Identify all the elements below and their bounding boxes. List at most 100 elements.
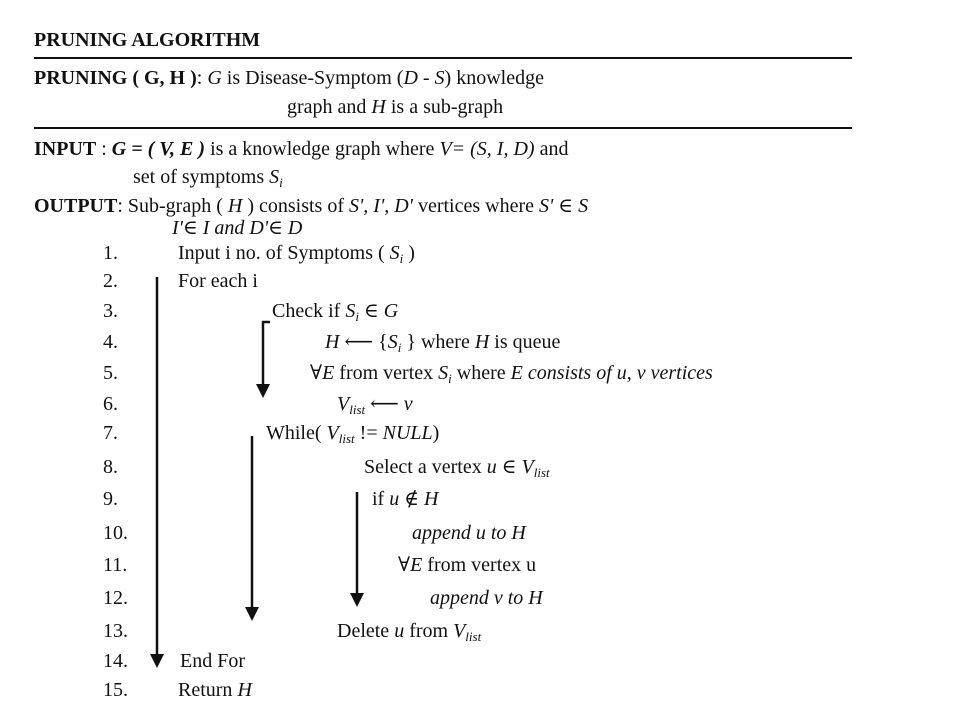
input-sub: i (279, 175, 283, 190)
step-text: Select a vertex u ∈ Vlist (364, 455, 550, 479)
step-part: ∈ (358, 300, 384, 322)
step-part: S (389, 242, 400, 264)
step-number: 6. (103, 393, 118, 415)
signature-var-g: G (207, 67, 222, 89)
step-number: 4. (103, 331, 118, 353)
middle-rule (34, 127, 852, 129)
input-vertex-def: V= (S, I, D) (439, 138, 535, 160)
check-branch-arrowhead (256, 384, 270, 398)
step-part: list (349, 402, 366, 417)
step-part: E (410, 554, 423, 576)
step-text: Delete u from Vlist (337, 619, 481, 643)
step-number: 11. (103, 554, 128, 576)
step-number: 13. (103, 620, 128, 642)
step-number: 9. (103, 488, 118, 510)
for-loop-arrowhead (150, 654, 164, 668)
step-part: E consists of u, v vertices (510, 362, 713, 384)
step-part: S (387, 331, 398, 353)
input-text: : (96, 138, 112, 160)
step-part: i (355, 309, 359, 324)
step-part: V (326, 422, 339, 444)
step-part: S (438, 362, 449, 384)
step-part: Input i no. of Symptoms ( (178, 242, 390, 264)
top-rule (34, 57, 852, 59)
signature-ds: D - S (403, 67, 445, 89)
step-part: u (486, 456, 497, 478)
step-part: from (404, 620, 454, 642)
input-var-s: S (269, 166, 280, 188)
output-text: ) consists of (247, 195, 350, 217)
step-part: While( (266, 422, 327, 444)
step-part: i (397, 340, 402, 355)
step-part: ⟵ { (339, 331, 388, 353)
step-text: While( Vlist != NULL) (266, 421, 439, 445)
signature-var-h: H (371, 96, 386, 118)
signature-text: ) knowledge (444, 67, 544, 89)
step-part: ∀ (398, 554, 411, 576)
input-text: set of symptoms (133, 166, 270, 188)
step-part: S (345, 300, 356, 322)
signature-line-1: PRUNING ( G, H ): G is Disease-Symptom (… (34, 66, 544, 90)
step-part: H (237, 679, 252, 701)
step-part: ) (432, 422, 440, 444)
input-text: is a knowledge graph where (205, 138, 440, 160)
step-number: 10. (103, 522, 128, 544)
step-part: != (354, 422, 383, 444)
step-part: G (383, 300, 399, 322)
step-part: list (533, 465, 550, 480)
step-part: Check if (272, 300, 346, 322)
step-part: ) (403, 242, 415, 264)
step-number: 12. (103, 587, 128, 609)
step-part: u (389, 488, 400, 510)
step-part: NULL (382, 422, 433, 444)
step-part: Return (178, 679, 238, 701)
input-text: and (534, 138, 569, 160)
step-part: Select a vertex (364, 456, 487, 478)
step-number: 7. (103, 422, 118, 444)
step-text: Input i no. of Symptoms ( Si ) (178, 241, 415, 265)
step-number: 8. (103, 456, 118, 478)
signature-text: : (196, 67, 208, 89)
output-label: OUTPUT (34, 195, 118, 217)
step-part: End For (180, 650, 245, 672)
step-number: 5. (103, 362, 118, 384)
step-part: } where (401, 331, 475, 353)
signature-text: is Disease-Symptom ( (221, 67, 404, 89)
step-part: ∉ (399, 488, 425, 510)
step-part: ∈ (496, 456, 522, 478)
step-part: H (474, 331, 490, 353)
output-condition: S' ∈ S (539, 195, 589, 217)
output-var-h: H (222, 195, 248, 217)
step-part: V (521, 456, 534, 478)
input-label: INPUT (34, 138, 97, 160)
step-text: For each i (178, 269, 258, 293)
output-line-1: OUTPUT: Sub-graph ( H ) consists of S', … (34, 194, 588, 218)
step-text: Check if Si ∈ G (272, 299, 398, 323)
step-part: is queue (489, 331, 561, 353)
step-number: 15. (103, 679, 128, 701)
step-text: if u ∉ H (372, 487, 438, 511)
step-part: ⟵ (365, 393, 404, 415)
step-part: ∀ (310, 362, 323, 384)
step-number: 14. (103, 650, 128, 672)
output-line-2: I'∈ I and D'∈ D (172, 217, 303, 239)
step-text: append u to H (412, 521, 526, 545)
step-part: from vertex (334, 362, 439, 384)
output-text: : Sub-graph ( (117, 195, 223, 217)
step-part: append u to H (412, 522, 526, 544)
step-text: Return H (178, 678, 252, 702)
step-part: i (448, 371, 452, 386)
output-vars: S', I', D' (349, 195, 413, 217)
signature-text: graph and (287, 96, 372, 118)
step-text: ∀E from vertex Si where E consists of u,… (310, 361, 713, 385)
input-line-1: INPUT : G = ( V, E ) is a knowledge grap… (34, 137, 568, 161)
step-part: u (394, 620, 405, 642)
step-part: H (424, 488, 439, 510)
step-part: list (465, 629, 482, 644)
signature-text: is a sub-graph (385, 96, 504, 118)
step-text: H ⟵ {Si } where H is queue (325, 330, 560, 354)
step-part: from vertex u (422, 554, 537, 576)
step-text: End For (180, 649, 245, 673)
output-text: vertices where (412, 195, 539, 217)
